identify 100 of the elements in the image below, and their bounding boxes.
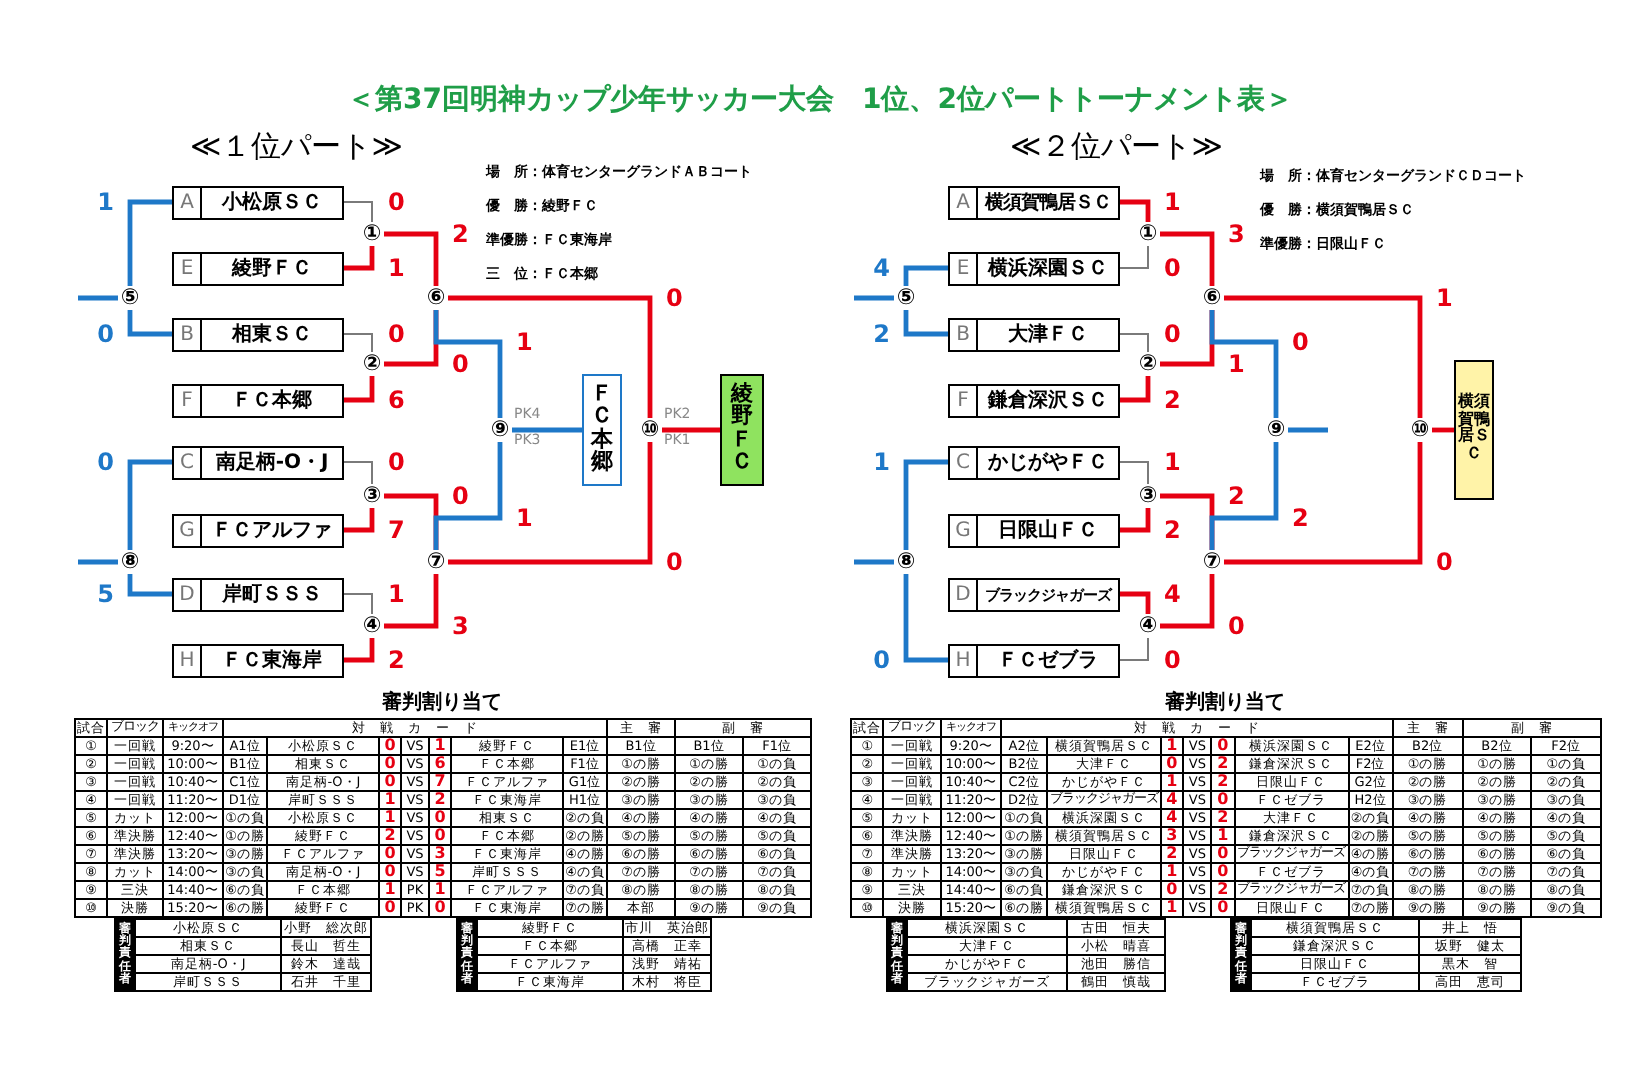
team-box: [172, 383, 344, 417]
team-name: 横浜深園ＳＣ: [985, 255, 1110, 283]
score-label: 0: [664, 286, 685, 310]
score-cell: 0: [1211, 863, 1235, 881]
bracket-line: [343, 461, 373, 485]
score-label: 1: [514, 506, 535, 530]
bracket-line: [344, 638, 375, 663]
score-cell: 0: [379, 845, 401, 863]
bracket-line: [127, 574, 172, 597]
team-name: ＦＣ東海岸: [220, 647, 324, 675]
team-letter: H: [174, 645, 202, 675]
part-heading: ≪２位パート≫: [1010, 128, 1223, 164]
team-name: ＦＣアルファ: [210, 517, 334, 545]
bracket-line: [448, 295, 653, 418]
score-cell: 4: [1160, 809, 1184, 827]
team-name: 横須賀鴨居ＳＣ: [982, 189, 1113, 217]
score-cell: 0: [379, 863, 401, 881]
score-cell: 0: [379, 737, 401, 755]
page-title: ＜第37回明神カップ少年サッカー大会 1位、2位パートトーナメント表＞: [345, 82, 1295, 118]
team-letter: G: [174, 515, 202, 545]
score-label: 0: [450, 484, 471, 508]
score-label: 0: [664, 550, 685, 574]
team-box: [948, 445, 1120, 479]
bracket-line: [1119, 245, 1149, 269]
match-number: ⑧: [894, 550, 918, 574]
match-number: ⑤: [118, 286, 142, 310]
team-box: [172, 513, 344, 547]
score-label: 1: [1162, 450, 1183, 474]
bracket-line: [1120, 508, 1151, 533]
score-cell: 3: [429, 845, 451, 863]
score-cell: 0: [1160, 881, 1184, 899]
score-label: 4: [1162, 582, 1183, 606]
score-cell: 0: [1160, 755, 1184, 773]
match-number: ②: [1136, 352, 1160, 376]
score-label: 2: [386, 648, 407, 672]
match-number: ⑨: [488, 418, 512, 442]
bracket-line: [1119, 461, 1149, 485]
team-box: [172, 445, 344, 479]
team-letter: F: [950, 385, 978, 415]
bracket-line: [903, 310, 948, 337]
team-letter: E: [174, 253, 202, 283]
bracket-line: [903, 574, 948, 663]
bracket-line: [1224, 295, 1423, 418]
score-cell: 1: [379, 881, 401, 899]
bracket-line: [1120, 376, 1151, 403]
team-letter: G: [950, 515, 978, 545]
score-cell: 2: [1211, 755, 1235, 773]
score-cell: 0: [429, 899, 451, 917]
team-letter: A: [950, 187, 978, 217]
team-letter: H: [950, 645, 978, 675]
score-cell: 1: [1160, 773, 1184, 791]
score-label: 0: [95, 450, 116, 474]
match-number: ②: [360, 352, 384, 376]
score-cell: 1: [429, 881, 451, 899]
team-box: [948, 513, 1120, 547]
result-box: 綾野ＦＣ: [720, 374, 764, 486]
score-cell: 2: [379, 827, 401, 845]
score-label: 1: [871, 450, 892, 474]
team-name: 鎌倉深沢ＳＣ: [985, 387, 1110, 415]
team-letter: C: [950, 447, 978, 477]
score-label: 4: [871, 256, 892, 280]
score-label: 1: [95, 190, 116, 214]
score-label: 0: [386, 190, 407, 214]
table-title: 審判割り当て: [380, 692, 504, 716]
score-cell: 0: [1211, 899, 1235, 917]
team-letter: D: [174, 579, 202, 609]
score-cell: 0: [1211, 791, 1235, 809]
score-label: 2: [1162, 388, 1183, 412]
score-cell: 3: [1160, 827, 1184, 845]
match-number: ⑦: [424, 550, 448, 574]
team-box: [172, 317, 344, 351]
score-label: 1: [1162, 190, 1183, 214]
team-box: [948, 251, 1120, 285]
score-label: 0: [450, 352, 471, 376]
score-cell: 5: [429, 863, 451, 881]
score-cell: 1: [379, 809, 401, 827]
team-box: [172, 577, 344, 611]
score-label: 1: [1226, 352, 1247, 376]
bracket-line: [1432, 427, 1454, 433]
score-label: 2: [871, 322, 892, 346]
bracket-line: [344, 246, 375, 271]
team-name: 南足柄-O・J: [213, 449, 331, 477]
bracket-line: [384, 574, 439, 629]
score-cell: 0: [429, 809, 451, 827]
bracket-line: [343, 333, 373, 353]
score-label: 0: [1162, 322, 1183, 346]
team-name: ＦＣゼブラ: [996, 647, 1100, 675]
team-name: 岸町ＳＳＳ: [220, 581, 324, 609]
team-box: [948, 383, 1120, 417]
score-cell: 0: [379, 773, 401, 791]
team-box: [172, 643, 344, 677]
score-cell: 2: [1211, 881, 1235, 899]
score-cell: 1: [1160, 863, 1184, 881]
bracket-line: [903, 265, 948, 286]
result-box: ＦＣ本郷: [582, 374, 622, 486]
score-cell: 2: [1211, 809, 1235, 827]
bracket-line: [1120, 591, 1151, 614]
team-name: かじがやＦＣ: [986, 449, 1110, 477]
result-box: 横須賀鴨居ＳＣ: [1454, 360, 1494, 500]
bracket-line: [1288, 427, 1328, 433]
